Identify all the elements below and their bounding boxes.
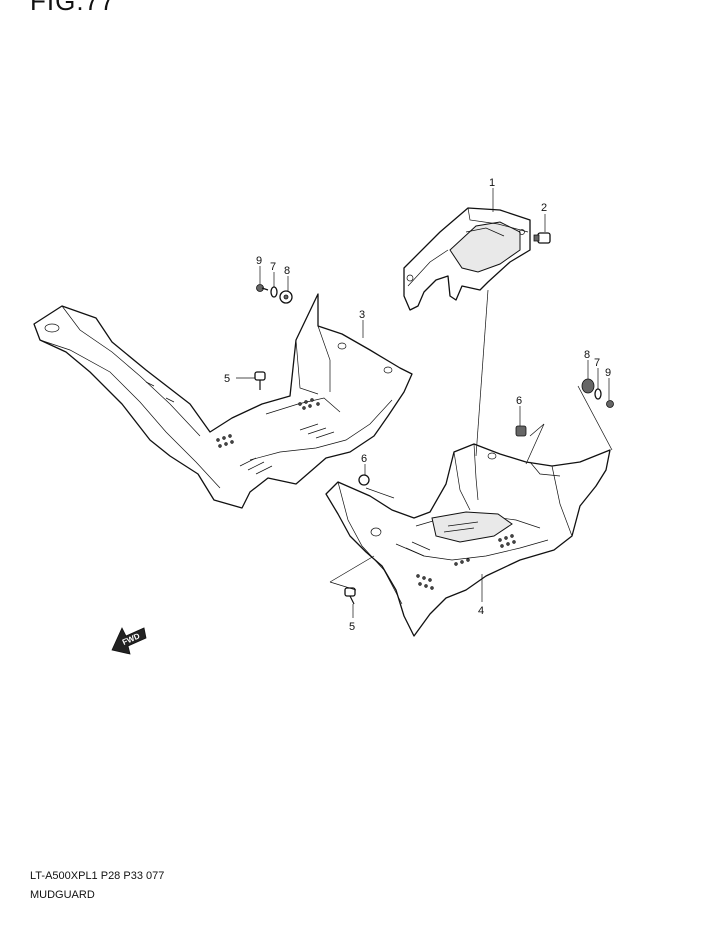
fastener-2-bolt [533, 232, 551, 244]
part-1-cover [403, 207, 531, 311]
callout-9-right: 9 [605, 367, 611, 379]
model-code: LT-A500XPL1 P28 P33 077 [30, 870, 165, 882]
part-4-right-mudguard [325, 443, 611, 637]
fastener-5-bolt-bottom [344, 587, 356, 605]
fastener-6-clip-center [515, 425, 527, 437]
fwd-arrow-icon: FWD [111, 627, 147, 655]
section-name: MUDGUARD [30, 889, 95, 901]
callout-8-right: 8 [584, 349, 590, 361]
callout-7-right: 7 [594, 357, 600, 369]
fastener-9-screw-left [256, 284, 269, 292]
callout-6-left: 6 [361, 453, 367, 465]
callout-3: 3 [359, 309, 365, 321]
fastener-7-washer-left [270, 286, 278, 298]
callouts: 1 2 3 4 5 5 6 6 7 7 8 8 9 9 [224, 177, 611, 633]
callout-4: 4 [478, 605, 484, 617]
fastener-8-grommet-left [279, 290, 293, 304]
callout-9-left: 9 [256, 255, 262, 267]
fastener-6-clip-left [358, 474, 370, 486]
callout-7-left: 7 [270, 261, 276, 273]
fastener-5-bolt-left [254, 371, 266, 390]
callout-6-center: 6 [516, 395, 522, 407]
callout-1: 1 [489, 177, 495, 189]
callout-8-left: 8 [284, 265, 290, 277]
fastener-9-screw-right [606, 400, 614, 408]
callout-5-bottom: 5 [349, 621, 355, 633]
figure-label: FIG.77 [30, 0, 116, 16]
fastener-7-washer-right [594, 388, 602, 400]
callout-5-left: 5 [224, 373, 230, 385]
part-3-left-mudguard [33, 293, 413, 509]
fastener-8-grommet-right [581, 378, 595, 394]
callout-2: 2 [541, 202, 547, 214]
leader-lines [236, 188, 613, 618]
